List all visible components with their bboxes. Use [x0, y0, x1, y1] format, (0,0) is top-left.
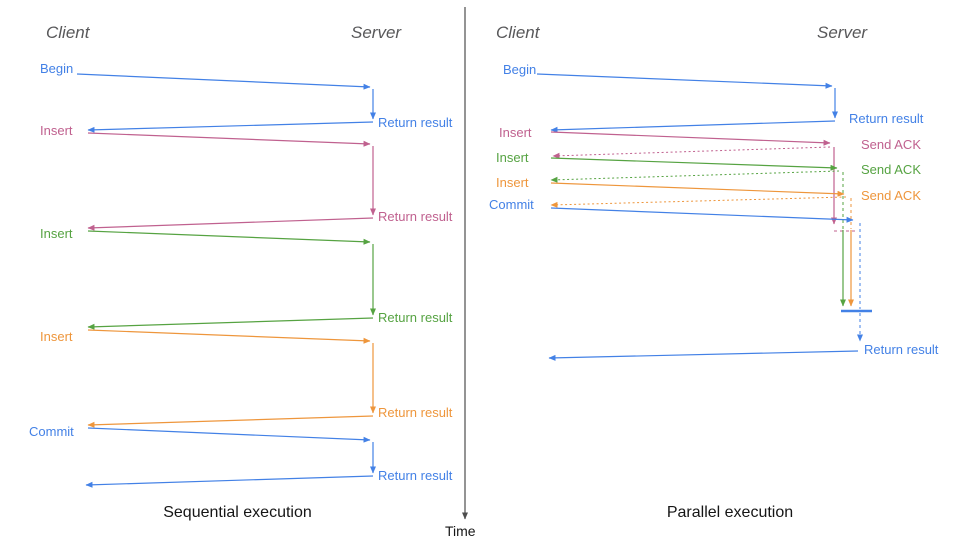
right-send-ack-1: Send ACK	[861, 137, 921, 152]
left-caption: Sequential execution	[163, 504, 312, 521]
left-insert3-exchange	[87, 329, 376, 428]
return-line	[87, 217, 374, 231]
request-line	[87, 230, 371, 245]
right-send-ack-3: Send ACK	[861, 188, 921, 203]
left-insert-2-label: Insert	[40, 226, 73, 241]
left-commit-label: Commit	[29, 424, 74, 439]
right-caption: Parallel execution	[666, 504, 794, 521]
request-line	[536, 73, 833, 89]
left-insert-3-label: Insert	[40, 329, 73, 344]
right-client-header: Client	[496, 23, 540, 42]
right-begin-exchange	[536, 73, 838, 133]
request-line	[87, 329, 371, 344]
right-insert-1-label: Insert	[499, 125, 532, 140]
right-commit-exchange	[548, 207, 872, 361]
left-commit-exchange	[85, 427, 376, 488]
right-insert-2-label: Insert	[496, 150, 529, 165]
left-return-result-1: Return result	[378, 115, 453, 130]
time-axis-label: Time	[445, 523, 476, 539]
left-return-result-2: Return result	[378, 209, 453, 224]
request-line	[550, 182, 845, 197]
right-insert1-exchange	[550, 131, 858, 232]
left-return-result-5: Return result	[378, 468, 453, 483]
request-line	[550, 157, 838, 171]
return-line	[87, 317, 374, 330]
return-line	[550, 120, 836, 133]
request-line	[550, 131, 831, 146]
right-begin-label: Begin	[503, 62, 537, 77]
left-return-result-4: Return result	[378, 405, 453, 420]
left-insert-1-label: Insert	[40, 123, 73, 138]
ack-line	[550, 196, 847, 208]
left-begin-label: Begin	[40, 61, 74, 76]
return-line	[87, 415, 374, 428]
right-return-result-2: Return result	[864, 342, 939, 357]
right-send-ack-2: Send ACK	[861, 162, 921, 177]
left-return-result-3: Return result	[378, 310, 453, 325]
return-line	[85, 475, 374, 488]
left-insert2-exchange	[87, 230, 376, 330]
return-line	[548, 350, 859, 361]
right-server-header: Server	[817, 23, 868, 42]
right-insert2-exchange	[550, 157, 846, 307]
request-line	[87, 427, 371, 443]
right-insert-3-label: Insert	[496, 175, 529, 190]
right-commit-label: Commit	[489, 197, 534, 212]
return-line	[87, 121, 374, 133]
right-insert3-exchange	[550, 182, 854, 307]
left-insert1-exchange	[87, 132, 376, 231]
request-line	[550, 207, 854, 223]
request-line	[87, 132, 371, 147]
left-server-header: Server	[351, 23, 402, 42]
right-return-result-1: Return result	[849, 111, 924, 126]
left-client-header: Client	[46, 23, 90, 42]
ack-line	[552, 146, 831, 159]
left-begin-exchange	[76, 73, 376, 133]
request-line	[76, 73, 371, 90]
ack-line	[550, 170, 840, 183]
